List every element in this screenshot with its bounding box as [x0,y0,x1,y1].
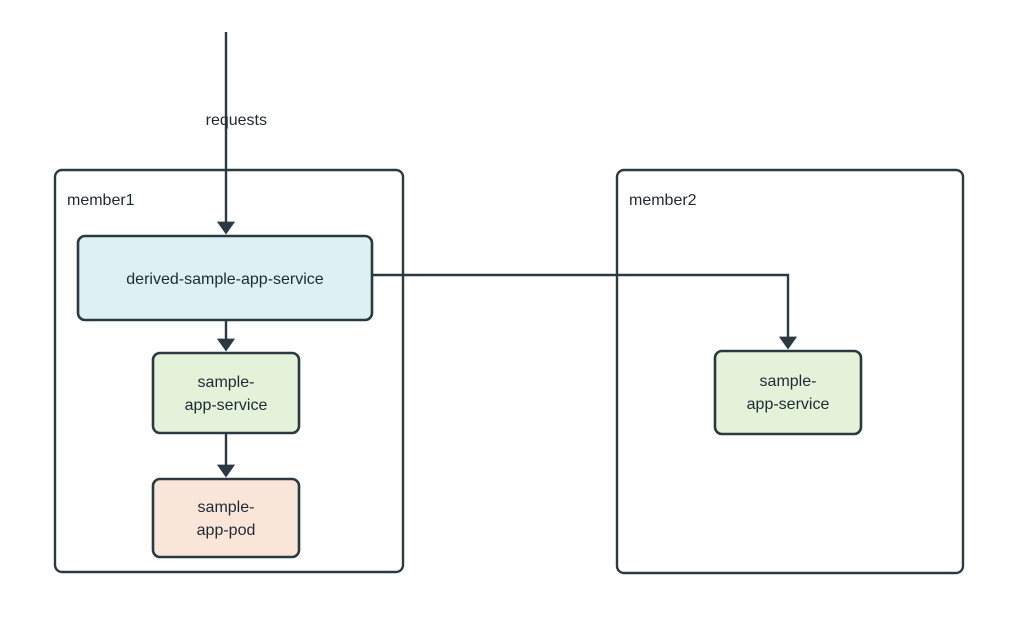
cluster-member2-label: member2 [629,192,697,209]
node-sample-app-pod-line1: sample- [198,499,255,516]
edge-label-requests: requests [206,112,267,129]
node-sample-app-service-member2[interactable]: sample- app-service [713,349,863,436]
node-sample-app-service-member2-box[interactable] [713,349,863,436]
node-sample-app-service-member2-line2: app-service [747,396,830,413]
node-sample-app-service-member1-box[interactable] [151,351,301,435]
node-sample-app-service-member1-line2: app-service [185,397,268,414]
edge-derived-to-member2-service [372,273,798,350]
node-sample-app-pod[interactable]: sample- app-pod [151,477,301,559]
node-sample-app-service-member2-line1: sample- [760,373,817,390]
node-derived-sample-app-service-box[interactable] [76,234,374,322]
node-sample-app-service-member1-line1: sample- [198,374,255,391]
edge-derived-to-member2-path [372,273,798,350]
node-sample-app-pod-line2: app-pod [197,522,256,539]
node-derived-sample-app-service-label: derived-sample-app-service [126,271,324,288]
edge-requests-to-derived: requests [206,32,267,235]
node-derived-sample-app-service[interactable]: derived-sample-app-service [76,234,374,322]
cluster-member1-label: member1 [67,192,135,209]
node-sample-app-service-member1[interactable]: sample- app-service [151,351,301,435]
node-sample-app-pod-box[interactable] [151,477,301,559]
